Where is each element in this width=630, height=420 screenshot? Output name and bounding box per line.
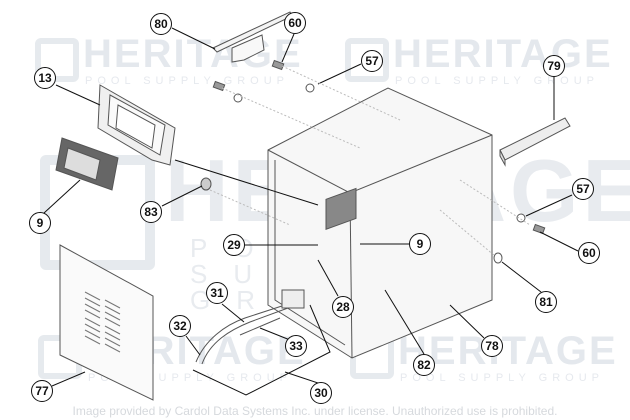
callout-60: 60 <box>284 12 306 34</box>
part-13-bezel <box>97 84 176 166</box>
part-9-control-panel <box>55 137 119 191</box>
part-77-front-cover <box>59 244 154 401</box>
callout-57: 57 <box>361 50 383 72</box>
callout-79: 79 <box>543 55 565 77</box>
callout-80: 80 <box>150 13 172 35</box>
callout-9: 9 <box>29 212 51 234</box>
callout-78: 78 <box>481 335 503 357</box>
callout-30: 30 <box>310 382 332 404</box>
callout-33: 33 <box>285 335 307 357</box>
callout-81: 81 <box>535 291 557 313</box>
part-79-rail <box>499 117 571 167</box>
callout-82: 82 <box>413 354 435 376</box>
callout-83: 83 <box>140 201 162 223</box>
part-80-bracket <box>212 11 293 63</box>
callout-9-cabinet: 9 <box>409 233 431 255</box>
callout-32: 32 <box>169 315 191 337</box>
copyright-footer: Image provided by Cardol Data Systems In… <box>72 404 558 418</box>
callout-28: 28 <box>332 296 354 318</box>
callout-29: 29 <box>223 234 245 256</box>
callout-77: 77 <box>31 380 53 402</box>
callout-31: 31 <box>206 282 228 304</box>
part-78-cabinet <box>267 87 493 359</box>
callout-60-right: 60 <box>578 242 600 264</box>
callout-13: 13 <box>34 67 56 89</box>
callout-57-right: 57 <box>572 178 594 200</box>
